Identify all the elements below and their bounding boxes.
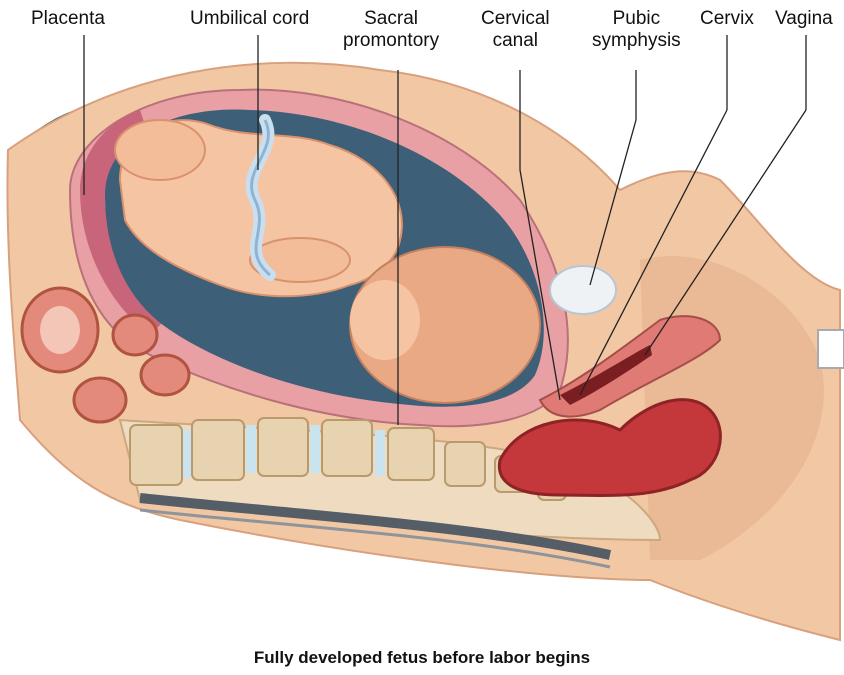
label-cervical-canal-line2: canal [481, 30, 550, 52]
label-sacral-promontory-line2: promontory [343, 30, 439, 52]
fetus-leg [115, 120, 205, 180]
adjacent-panel-edge [818, 330, 844, 368]
fetus-face [350, 280, 420, 360]
label-cervical-canal-line1: Cervical [481, 8, 550, 30]
label-pubic-symphysis-line1: Pubic [592, 8, 681, 30]
label-pubic-symphysis: Pubic symphysis [592, 8, 681, 52]
label-placenta: Placenta [31, 8, 105, 30]
pubic-bone [550, 266, 616, 314]
label-pubic-symphysis-line2: symphysis [592, 30, 681, 52]
label-cervix: Cervix [700, 8, 754, 30]
label-umbilical-cord: Umbilical cord [190, 8, 309, 30]
figure-caption: Fully developed fetus before labor begin… [0, 648, 844, 668]
label-sacral-promontory-line1: Sacral [343, 8, 439, 30]
label-cervical-canal: Cervical canal [481, 8, 550, 52]
label-vagina: Vagina [775, 8, 833, 30]
label-sacral-promontory: Sacral promontory [343, 8, 439, 52]
